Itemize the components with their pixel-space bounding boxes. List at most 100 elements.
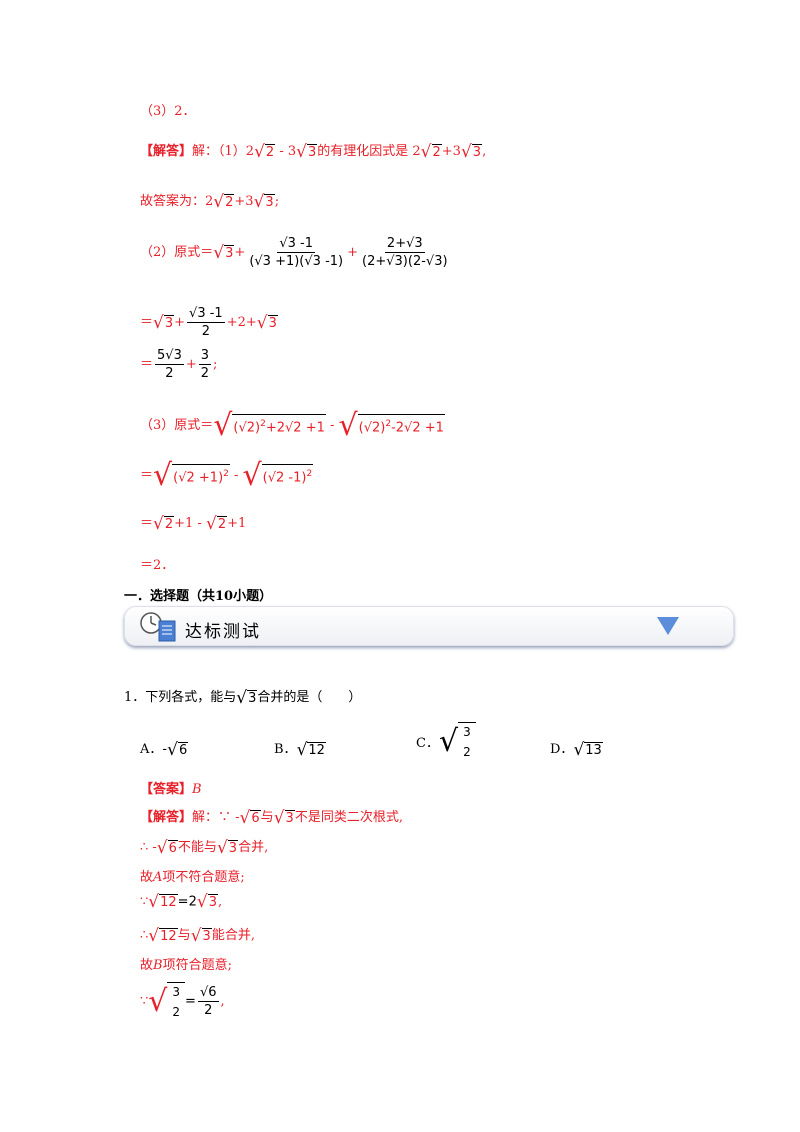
solution-line-6: （3）原式＝√(√2)2+2√2 +1 - √(√2)2-2√2 +1 (140, 408, 445, 443)
text: 合并, (238, 840, 269, 855)
answer-tag: 【答案】 (140, 782, 193, 797)
sqrt: √2 (213, 191, 235, 212)
text: 解：∵ - (192, 810, 240, 825)
explanation-line-3: 故A项不符合题意; (140, 866, 245, 885)
text: + (234, 245, 246, 260)
sqrt: √(√2)2+2√2 +1 (213, 408, 326, 443)
text: ＝ (140, 315, 154, 330)
text: ＝ (140, 468, 154, 483)
solution-line-8: ＝√2+1 - √2+1 (140, 512, 246, 534)
text: = (185, 994, 196, 1009)
text: +3 (234, 194, 254, 209)
sqrt: √(√2 +1)2 (153, 458, 230, 493)
answer-line: 【答案】B (140, 778, 202, 797)
text: + (347, 245, 359, 260)
solution-part3-result: （3）2． (140, 104, 196, 119)
text: - (162, 742, 168, 757)
text: +2+ (226, 315, 257, 330)
text: 不能与 (177, 840, 217, 855)
explanation-line-6: 故B项符合题意; (140, 954, 232, 973)
text: ; (274, 194, 280, 209)
sqrt: √3 (273, 807, 295, 828)
text: +1 - (174, 516, 206, 531)
explanation-line-1: 【解答】解：∵ -√6与√3不是同类二次根式, (140, 806, 403, 828)
text: ∵ (140, 894, 149, 910)
explanation-line-4: ∵√12=2√3, (140, 892, 222, 912)
explanation-line-5: ∴√12与√3能合并, (140, 924, 255, 946)
text: +1 (227, 516, 247, 531)
text: , (217, 894, 223, 910)
option-d[interactable]: D．√13 (550, 738, 603, 760)
sqrt: √6 (167, 739, 189, 760)
sqrt: √3 (236, 687, 258, 708)
solution-line-9: ＝2． (140, 558, 175, 573)
sqrt: √12 (296, 739, 326, 760)
text: , (220, 994, 225, 1009)
text: ∴ - (140, 840, 157, 855)
sqrt: √3 (460, 141, 483, 162)
explanation-tag: 【解答】 (140, 810, 193, 825)
clock-document-icon (140, 612, 176, 642)
sqrt: √3 (216, 837, 239, 858)
text: 故 (140, 958, 154, 973)
sqrt: √3 (190, 925, 212, 946)
text: A． (140, 742, 163, 757)
text: （3）原式＝ (140, 418, 214, 433)
test-banner: 达标测试 (124, 606, 734, 646)
text: C． (416, 736, 439, 751)
sqrt: √3 (253, 191, 275, 212)
fraction: √3 -1(√3 +1)(√3 -1) (249, 236, 344, 269)
text: 解：（1）2 (192, 144, 255, 159)
sqrt: √6 (156, 837, 178, 858)
sqrt: √2 (153, 513, 175, 534)
sqrt: √2 (254, 141, 276, 162)
text: （2）原式＝ (140, 245, 214, 260)
sqrt: √13 (573, 739, 603, 760)
text: 不是同类二次根式, (294, 810, 403, 825)
sqrt: √3 (196, 892, 218, 912)
triangle-down-icon (657, 617, 679, 635)
text: ; (213, 357, 218, 372)
text: - (229, 468, 243, 483)
sqrt: √3 (153, 312, 175, 333)
text: 1．下列各式，能与 (124, 690, 237, 705)
option-a[interactable]: A．-√6 (140, 738, 189, 760)
explanation-line-2: ∴ -√6不能与√3合并, (140, 836, 268, 858)
sqrt: √(√2)2-2√2 +1 (338, 408, 445, 443)
sqrt: √(√2 -1)2 (242, 458, 314, 493)
text: A (153, 870, 163, 885)
solution-line-1: 【解答】解：（1）2√2 - 3√3的有理化因式是 2√2+3√3, (140, 140, 486, 162)
sqrt: √3 (213, 242, 235, 263)
sqrt: √2 (420, 141, 442, 162)
text: 合并的是（ ） (257, 690, 362, 705)
text: +3 (441, 144, 461, 159)
text: B (153, 958, 163, 973)
text: 与 (177, 928, 191, 943)
text: ＝ (140, 357, 154, 372)
option-b[interactable]: B．√12 (274, 738, 326, 760)
text: 能合并, (211, 928, 255, 943)
text: - 3 (275, 144, 297, 159)
banner-title: 达标测试 (185, 622, 261, 642)
text: , (482, 144, 487, 159)
answer-value: B (192, 782, 202, 797)
text: - (325, 418, 339, 433)
text: 故 (140, 870, 154, 885)
sqrt: √6 (239, 807, 261, 828)
question-1-stem: 1．下列各式，能与√3合并的是（ ） (124, 686, 361, 708)
text: 项不符合题意; (162, 870, 245, 885)
solution-line-3: （2）原式＝√3+√3 -1(√3 +1)(√3 -1)+2+√3(2+√3)(… (140, 236, 452, 269)
text: 项符合题意; (162, 958, 232, 973)
sqrt: √12 (148, 892, 178, 912)
sqrt: √12 (148, 925, 178, 946)
solution-line-7: ＝√(√2 +1)2 - √(√2 -1)2 (140, 458, 314, 493)
text: D． (550, 742, 574, 757)
